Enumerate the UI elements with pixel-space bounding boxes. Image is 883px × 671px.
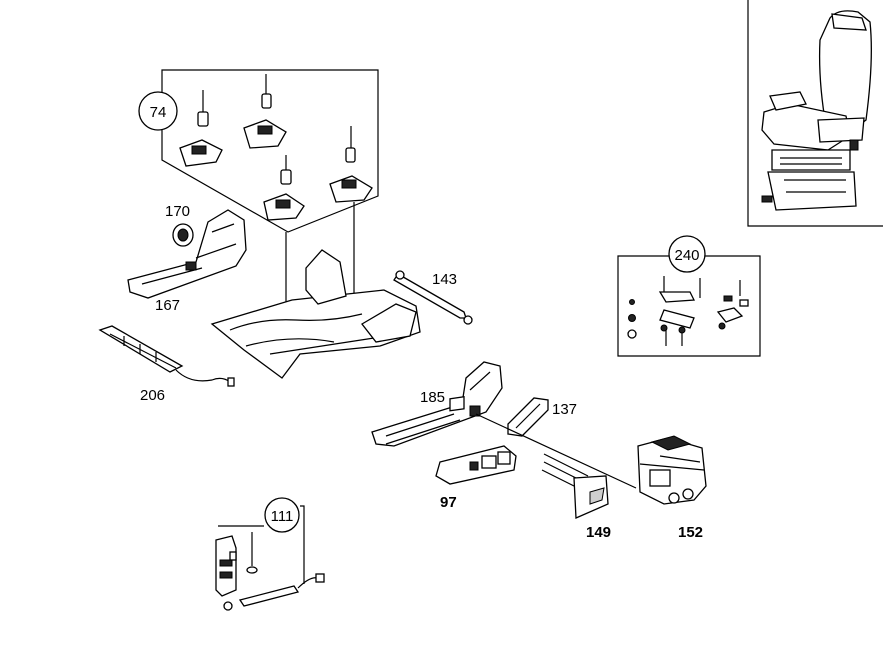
part-143-label: 143 [432,271,457,288]
callout-111-circle [264,497,300,533]
screw-111 [246,532,258,574]
seat-overview-inset [747,0,883,227]
part-137-label: 137 [552,401,577,418]
clip-74-c [263,193,305,221]
seat-frame [210,249,421,379]
callout-240-circle [668,235,706,273]
part-206: 206 [98,325,235,404]
part-137: 137 [507,397,577,437]
callout-group-240: 240 [617,235,761,357]
callout-111-label: 111 [271,508,294,525]
callout-74-label: 74 [150,104,167,121]
part-149-label: 149 [586,524,611,541]
clip-74-a [179,139,223,167]
part-167-label: 167 [155,297,180,314]
part-170-label: 170 [165,203,190,220]
clip-74-b [243,119,287,149]
part-143: 143 [393,270,473,325]
part-167: 167 [127,209,247,314]
part-185-label: 185 [420,389,445,406]
part-97-label: 97 [440,494,457,511]
screw-74-c [345,126,356,163]
part-152: 152 [637,435,707,541]
small-fasteners-240 [627,276,749,346]
part-170: 170 [165,203,194,247]
leader-137-152 [475,413,637,489]
callout-74-circle [138,91,178,131]
latch-111 [215,535,237,597]
part-206-label: 206 [140,387,165,404]
part-97: 97 [435,396,517,511]
callout-240-label: 240 [674,247,699,264]
part-149: 149 [541,453,611,541]
seat-overview-illustration [761,10,872,211]
cable-111 [223,573,325,611]
part-152-label: 152 [678,524,703,541]
clip-74-d [329,175,373,203]
screw-74-a [197,90,209,127]
screw-74-d [280,155,292,185]
callout-group-74: 74 [138,69,379,358]
screw-74-b [261,74,272,109]
callout-group-111: 111 [215,497,325,611]
part-185: 185 [371,361,503,447]
